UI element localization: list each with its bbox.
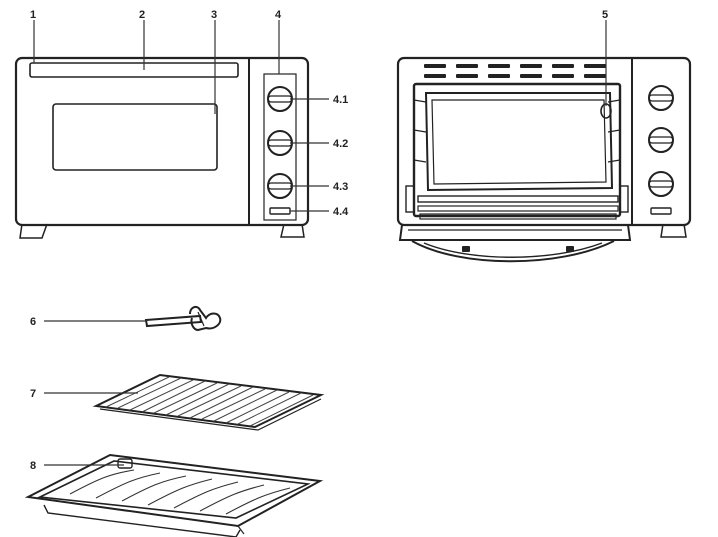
indicator-light-4-4 bbox=[269, 207, 291, 215]
label-3: 3 bbox=[211, 9, 217, 21]
leader-lines-front bbox=[33, 20, 329, 212]
knob-4-2 bbox=[267, 130, 293, 156]
label-6: 6 bbox=[30, 316, 36, 328]
label-4-2: 4.2 bbox=[333, 138, 348, 150]
oven-front-view bbox=[14, 56, 310, 239]
knob-4-3 bbox=[267, 173, 293, 199]
label-2: 2 bbox=[139, 9, 145, 21]
label-4-4: 4.4 bbox=[333, 206, 349, 218]
oven-open-view bbox=[396, 56, 692, 263]
label-8: 8 bbox=[30, 460, 36, 472]
open-knob-3 bbox=[648, 171, 674, 197]
wire-rack-7 bbox=[92, 373, 325, 431]
label-4: 4 bbox=[275, 9, 282, 21]
knob-4-1 bbox=[267, 86, 293, 112]
open-knob-2 bbox=[648, 127, 674, 153]
label-5: 5 bbox=[602, 9, 608, 21]
label-7: 7 bbox=[30, 388, 36, 400]
vent-slots bbox=[424, 64, 606, 78]
label-4-1: 4.1 bbox=[333, 94, 348, 106]
rotisserie-handle-6 bbox=[144, 305, 222, 332]
label-4-3: 4.3 bbox=[333, 181, 348, 193]
open-knob-1 bbox=[648, 85, 674, 111]
baking-tray-8 bbox=[24, 453, 324, 537]
label-1: 1 bbox=[30, 9, 36, 21]
